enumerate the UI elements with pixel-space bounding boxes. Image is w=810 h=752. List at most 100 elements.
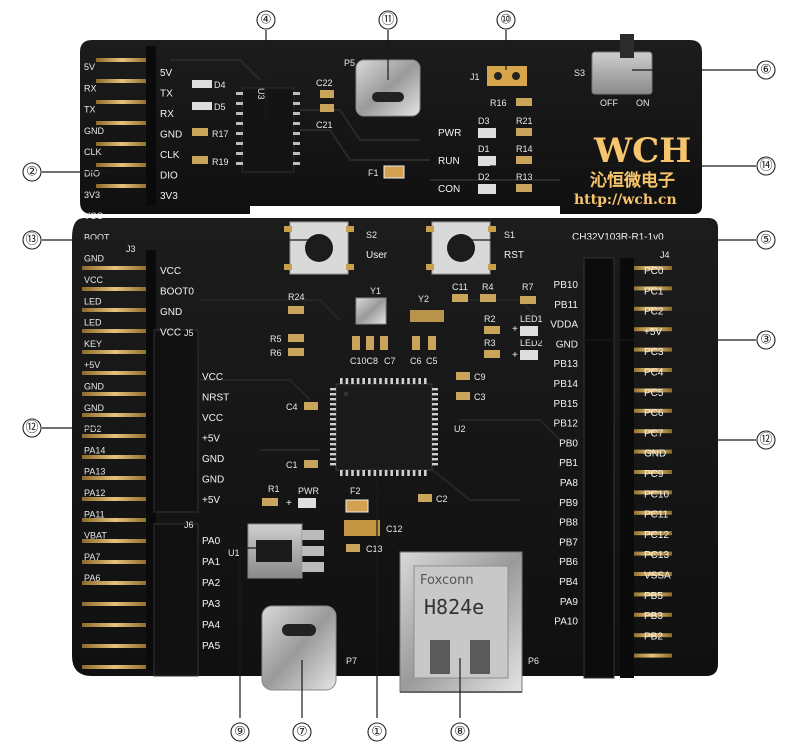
j6-label-item: PA0: [202, 536, 221, 547]
header-pin: [632, 551, 672, 556]
j1-header: [487, 66, 527, 86]
brand-url: http://wch.cn: [574, 192, 677, 208]
user-button-label: User: [366, 250, 388, 261]
r13-label: R13: [516, 172, 533, 182]
right-inner-label-item: PB7: [559, 537, 578, 548]
f2-label: F2: [350, 486, 361, 496]
header-pin: [82, 623, 148, 627]
debug-label-item: GND: [160, 130, 182, 141]
d2-led: [478, 184, 496, 194]
header-pin: [632, 572, 672, 576]
c21-label: C21: [316, 120, 333, 130]
header-pin: [96, 58, 148, 62]
right-outer-label-item: VSSA: [644, 571, 671, 582]
right-outer-label-item: GND: [644, 449, 666, 460]
left-edge-label-item: CLK: [84, 147, 102, 157]
r16-label: R16: [490, 98, 507, 108]
callout-3: ③: [760, 333, 772, 348]
right-outer-label-item: PC11: [644, 510, 669, 521]
j3-label: J3: [126, 244, 136, 254]
p6-usb-a-connector: [399, 551, 523, 693]
s1-label: S1: [504, 230, 515, 240]
header-pin: [82, 539, 148, 543]
header-pin: [82, 560, 148, 564]
c13-cap: [346, 544, 360, 552]
callout-4: ④: [260, 13, 272, 28]
left-edge-label-item: +5V: [84, 360, 100, 370]
header-pin: [82, 434, 148, 438]
right-outer-label-item: PC1: [644, 286, 664, 297]
right-inner-label-item: PB0: [559, 438, 578, 449]
left-edge-label-item: TX: [84, 105, 96, 115]
callout-14: ⑭: [759, 159, 772, 174]
pwr-led: [298, 498, 316, 508]
header-pin: [632, 347, 672, 352]
j6-label-item: PA3: [202, 599, 221, 610]
header-pin: [82, 497, 148, 501]
c12-cap: [344, 520, 380, 536]
s1-reset-button[interactable]: [426, 221, 496, 275]
right-outer-label-item: PC6: [644, 408, 664, 419]
right-outer-label-item: PC0: [644, 266, 664, 277]
header-pin: [632, 368, 672, 372]
c3-label: C3: [474, 392, 486, 402]
header-pin: [632, 266, 672, 270]
r3-label: R3: [484, 338, 496, 348]
header-pin: [82, 308, 148, 312]
s2-user-button[interactable]: [284, 221, 354, 275]
j3-label-item: VCC: [160, 328, 181, 339]
right-inner-label-item: PB9: [559, 498, 578, 509]
left-edge-label-item: PA11: [84, 509, 105, 519]
header-pin: [96, 142, 148, 146]
header-pin: [82, 665, 148, 669]
header-pin: [96, 163, 148, 167]
r21-label: R21: [516, 116, 533, 126]
u1-label: U1: [228, 548, 240, 558]
c12-label: C12: [386, 524, 403, 534]
left-edge-label-item: GND: [84, 403, 105, 413]
header-pin: [96, 121, 148, 125]
j3-label-item: GND: [160, 307, 182, 318]
c5-label: C5: [426, 356, 438, 366]
s3-slider-knob: [620, 34, 634, 58]
left-edge-label-item: 3V3: [84, 190, 100, 200]
left-edge-label-item: PA13: [84, 467, 105, 477]
header-pin: [82, 287, 148, 291]
right-outer-header: [620, 258, 634, 678]
d5-label: D5: [214, 102, 226, 112]
j5-label-item: VCC: [202, 372, 223, 383]
right-outer-labels: PC0PC1PC2+5VPC3PC4PC5PC6PC7GNDPC9PC10PC1…: [644, 266, 671, 642]
j5-label-item: VCC: [202, 413, 223, 424]
r2-resistor: [484, 326, 500, 334]
debug-label-item: RX: [160, 109, 174, 120]
pwr-indicator-label: PWR: [298, 486, 319, 496]
r7-resistor: [520, 296, 536, 304]
left-edge-label-item: VCC: [84, 211, 104, 221]
j3-label-item: VCC: [160, 266, 181, 277]
header-pin: [82, 581, 148, 585]
usb-connector-brand: Foxconn: [420, 573, 474, 588]
callout-11: ⑪: [381, 13, 394, 28]
board-model-label: CH32V103R-R1-1v0: [572, 232, 664, 243]
u3-chip: [241, 87, 295, 173]
d1-label: D1: [478, 144, 490, 154]
c22-label: C22: [316, 78, 333, 88]
left-edge-label-item: VBAT: [84, 531, 107, 541]
left-edge-label-item: DIO: [84, 169, 100, 179]
p7-label: P7: [346, 656, 357, 666]
debug-label-item: DIO: [160, 171, 178, 182]
r17-label: R17: [212, 129, 229, 139]
callout-13: ⑬: [25, 233, 38, 248]
right-outer-label-item: PB3: [644, 611, 663, 622]
r5-label: R5: [270, 334, 282, 344]
r19-label: R19: [212, 157, 229, 167]
c2-cap: [418, 494, 432, 502]
callout-5: ⑤: [760, 233, 772, 248]
right-inner-label-item: PB6: [559, 557, 578, 568]
led1-label: LED1: [520, 314, 543, 324]
header-pin: [82, 602, 148, 606]
c1-cap: [304, 460, 318, 468]
f1-fuse: [383, 165, 405, 179]
